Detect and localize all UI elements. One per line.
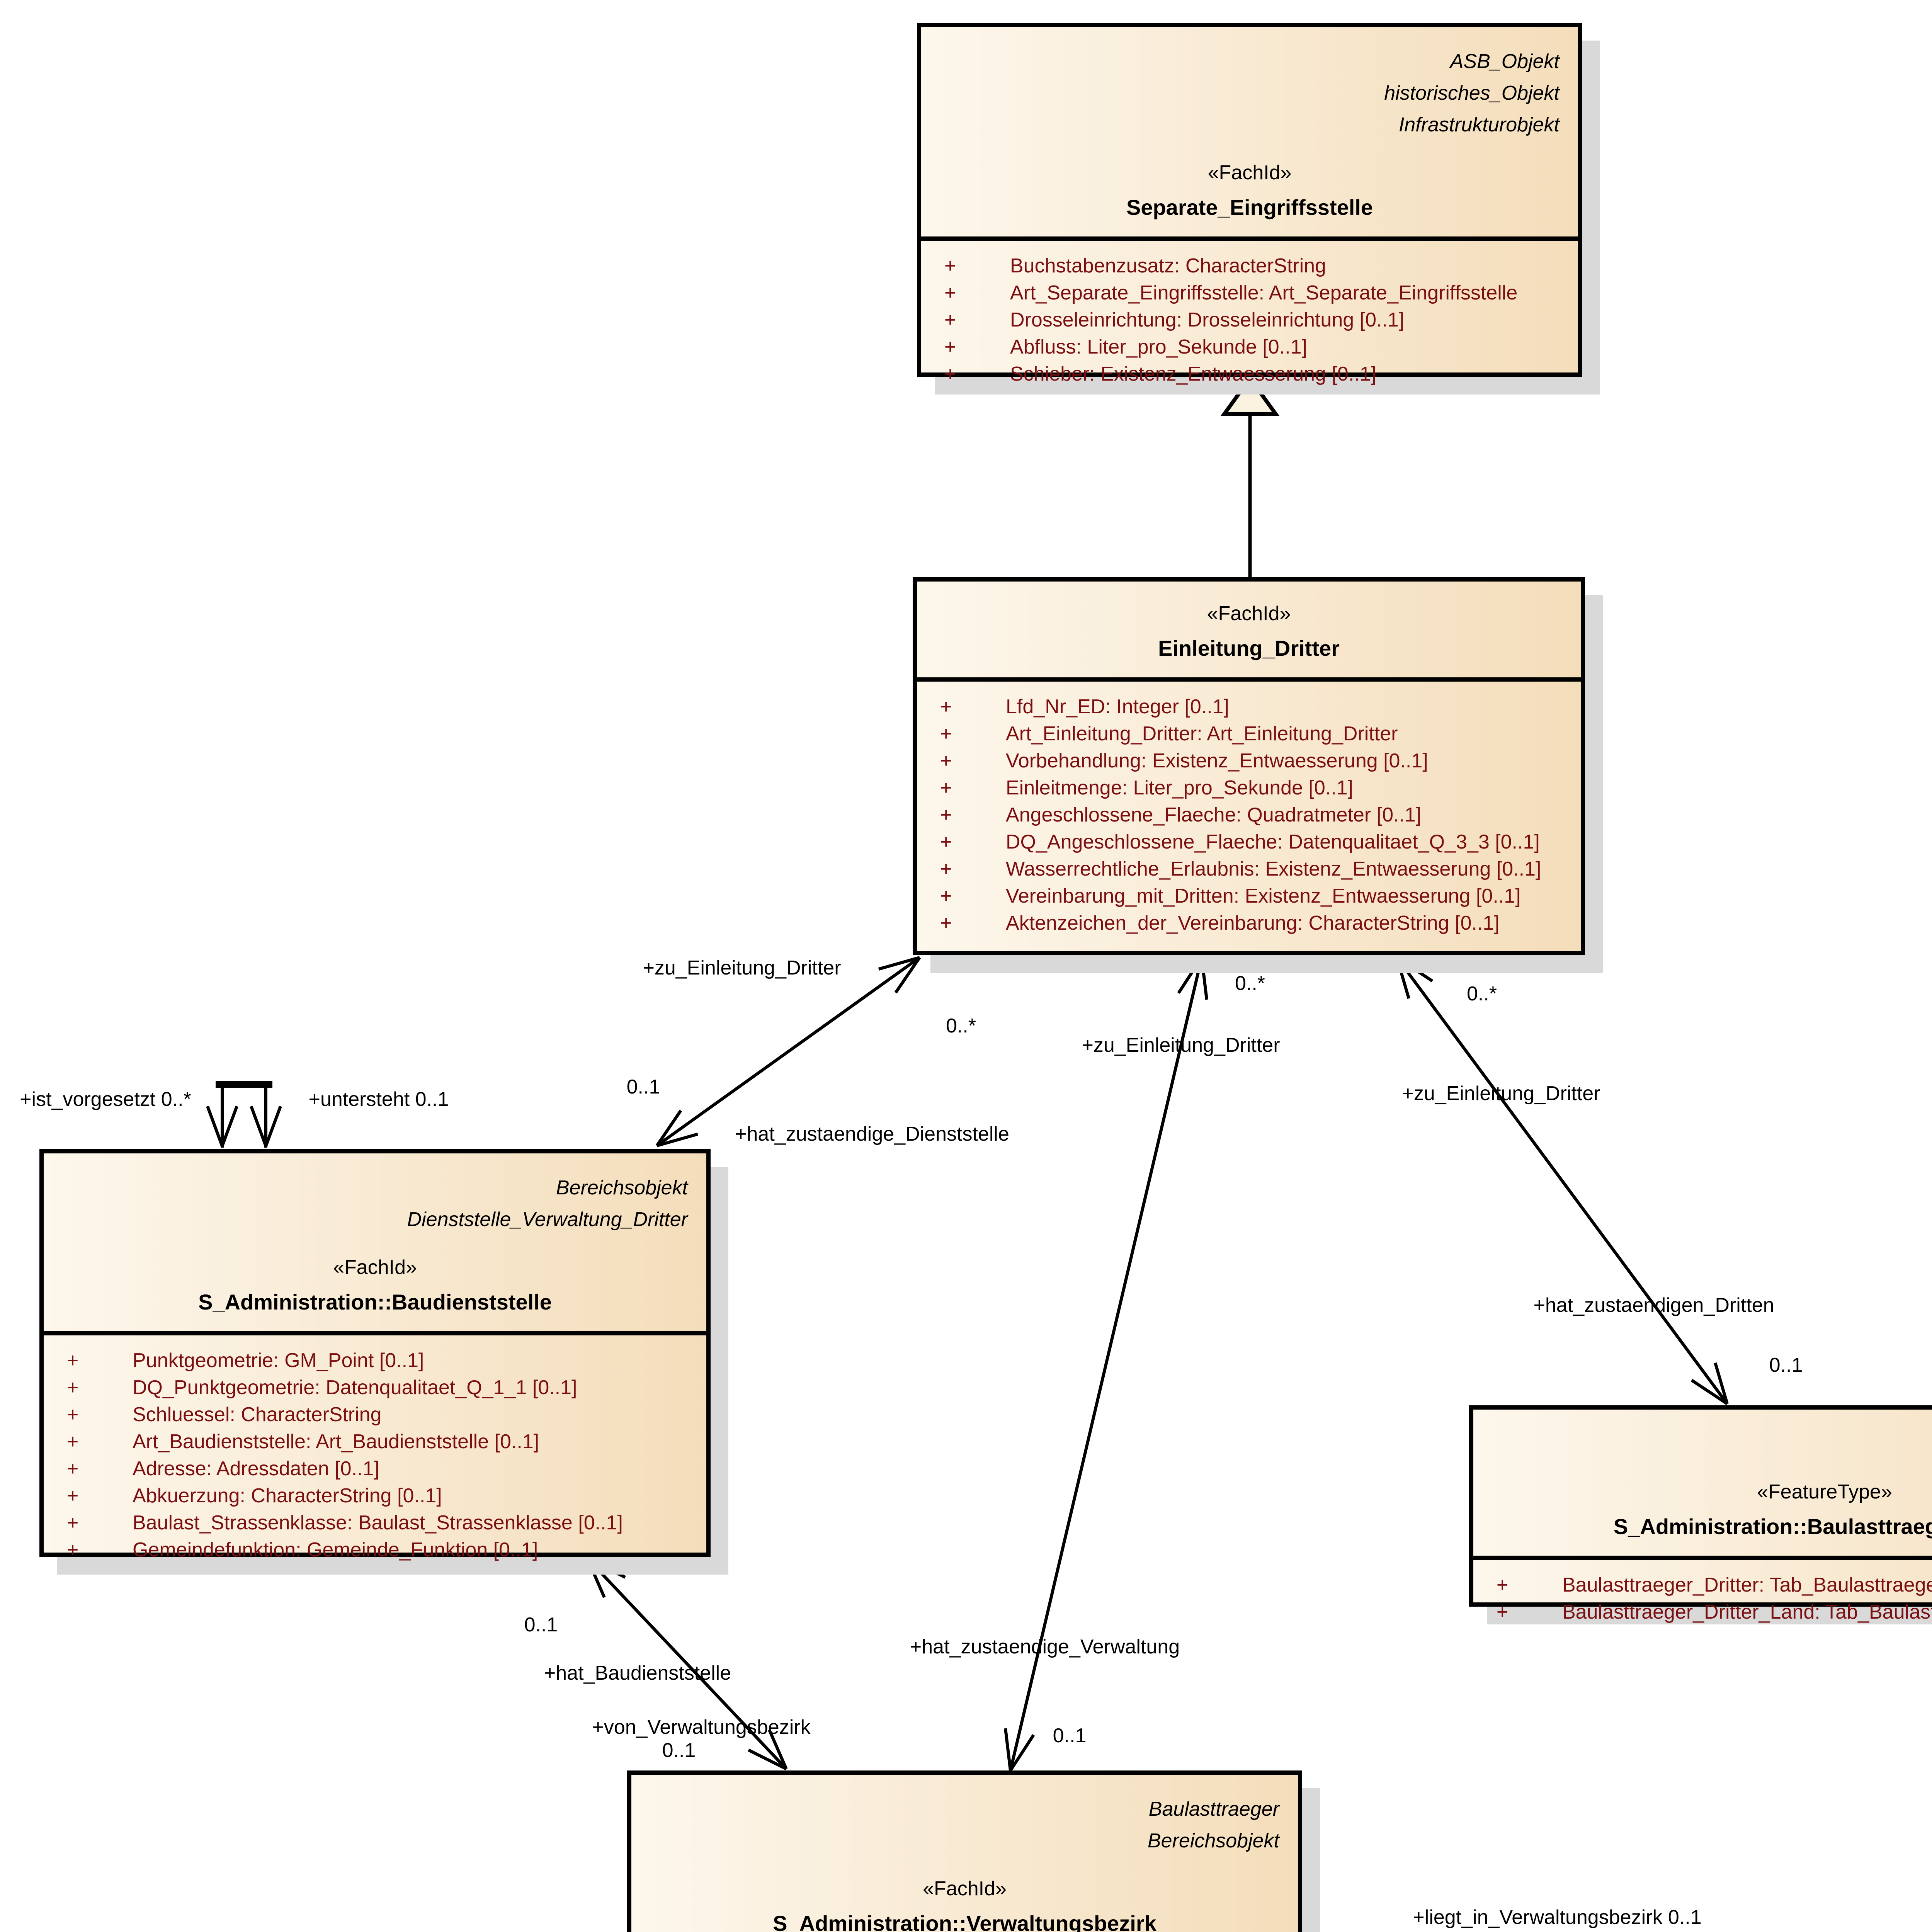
attributes-compartment: +Buchstabenzusatz: CharacterString +Art_S… [921, 236, 1578, 388]
role-label-liegt-in-verwaltungsbezirk: +liegt_in_Verwaltungsbezirk 0..1 [1413, 1906, 1702, 1929]
attribute-row: +Adresse: Adressdaten [0..1] [67, 1458, 379, 1480]
class-parent-type: Baulasttraeger [1148, 1798, 1279, 1820]
association-einleitung-verwaltungsbezirk[interactable] [1004, 956, 1208, 1772]
multiplicity-label-left-source: 0..* [946, 1015, 976, 1037]
class-name: S_Administration::Verwaltungsbezirk [773, 1911, 1156, 1932]
class-stereotype: «FachId» [333, 1256, 417, 1279]
multiplicity-label-middle-source: 0..* [1235, 972, 1265, 995]
role-label-zu-einleitung-dritter-middle: +zu_Einleitung_Dritter [1082, 1034, 1280, 1056]
class-stereotype: «FachId» [923, 1878, 1007, 1900]
class-parent-type: Dienststelle_Verwaltung_Dritter [407, 1208, 688, 1231]
attribute-row: +Vereinbarung_mit_Dritten: Existenz_Entw… [940, 885, 1521, 907]
class-stereotype: «FeatureType» [1757, 1481, 1892, 1503]
generalization-edge-einleitung-to-separate[interactable] [1220, 375, 1280, 577]
attribute-row: +Schluessel: CharacterString [67, 1403, 382, 1426]
attributes-compartment: +Baulasttraeger_Dritter: Tab_Baulasttrae… [1473, 1556, 1932, 1626]
self-association-baudienststelle[interactable] [206, 1081, 282, 1148]
multiplicity-label-verwaltungsbezirk-end: 0..1 [662, 1739, 696, 1762]
attribute-row: +Drosseleinrichtung: Drosseleinrichtung … [944, 309, 1405, 331]
role-label-hat-zustaendigen-dritten: +hat_zustaendigen_Dritten [1533, 1294, 1774, 1316]
attribute-row: +Einleitmenge: Liter_pro_Sekunde [0..1] [940, 777, 1354, 799]
attribute-row: +Abkuerzung: CharacterString [0..1] [67, 1485, 442, 1507]
multiplicity-label-right-target: 0..1 [1769, 1354, 1803, 1376]
attribute-row: +Gemeindefunktion: Gemeinde_Funktion [0.… [67, 1539, 538, 1561]
class-stereotype: «FachId» [1208, 162, 1292, 184]
role-label-zu-einleitung-dritter-left: +zu_Einleitung_Dritter [643, 957, 841, 979]
attribute-row: +Buchstabenzusatz: CharacterString [944, 255, 1326, 277]
role-label-von-verwaltungsbezirk: +von_Verwaltungsbezirk [592, 1716, 811, 1738]
class-parent-type: Bereichsobjekt [1147, 1830, 1279, 1852]
class-name: S_Administration::Baulasttraeger_Dritter [1613, 1514, 1932, 1539]
association-einleitung-baulasttraeger[interactable] [1395, 956, 1729, 1405]
multiplicity-label-left-target: 0..1 [626, 1076, 660, 1098]
class-stereotype: «FachId» [1207, 602, 1291, 625]
class-parent-type: historisches_Objekt [1384, 82, 1560, 104]
attributes-compartment: +Punktgeometrie: GM_Point [0..1] +DQ_Punk… [44, 1331, 706, 1563]
attribute-row: +Schieber: Existenz_Entwaesserung [0..1] [944, 363, 1377, 385]
attribute-row: +Wasserrechtliche_Erlaubnis: Existenz_En… [940, 858, 1541, 880]
association-verwaltungsbezirk-baudienststelle[interactable] [586, 1557, 788, 1770]
role-label-ist-vorgesetzt: +ist_vorgesetzt 0..* [20, 1088, 191, 1111]
class-box-baulasttraeger-dritter[interactable]: Baulasttraeger «FeatureType» S_Administr… [1469, 1405, 1932, 1623]
class-parent-type: ASB_Objekt [1450, 50, 1560, 73]
association-einleitung-baudienststelle[interactable] [655, 956, 921, 1147]
attribute-row: +Aktenzeichen_der_Vereinbarung: Characte… [940, 912, 1500, 934]
attribute-row: +Lfd_Nr_ED: Integer [0..1] [940, 696, 1230, 718]
class-header: Baulasttraeger «FeatureType» S_Administr… [1473, 1410, 1932, 1539]
role-label-zu-einleitung-dritter-right: +zu_Einleitung_Dritter [1402, 1082, 1600, 1105]
role-label-untersteht: +untersteht 0..1 [308, 1088, 449, 1111]
attribute-row: +Punktgeometrie: GM_Point [0..1] [67, 1349, 424, 1372]
role-label-hat-baudienststelle: +hat_Baudienststelle [544, 1662, 731, 1684]
attribute-row: +Art_Einleitung_Dritter: Art_Einleitung_… [940, 723, 1398, 745]
class-parent-type: Bereichsobjekt [556, 1177, 688, 1199]
attribute-row: +Baulast_Strassenklasse: Baulast_Strasse… [67, 1512, 623, 1534]
attribute-row: +Vorbehandlung: Existenz_Entwaesserung [… [940, 750, 1428, 772]
multiplicity-label-right-source: 0..* [1466, 983, 1497, 1005]
class-parent-type: Baulasttraeger [1473, 1428, 1932, 1460]
attribute-row: +Baulasttraeger_Dritter_Land: Tab_Baulas… [1497, 1601, 1932, 1623]
class-parents: Baulasttraeger [1473, 1410, 1932, 1460]
attribute-row: +Baulasttraeger_Dritter: Tab_Baulasttrae… [1497, 1574, 1932, 1596]
class-box-einleitung-dritter[interactable]: «FachId» Einleitung_Dritter +Lfd_Nr_ED: … [913, 577, 1585, 955]
attribute-row: +Art_Separate_Eingriffsstelle: Art_Separ… [944, 282, 1518, 304]
attribute-row: +DQ_Angeschlossene_Flaeche: Datenqualita… [940, 831, 1540, 853]
class-parent-type: Infrastrukturobjekt [1398, 114, 1560, 136]
attribute-row: +Art_Baudienststelle: Art_Baudienststell… [67, 1430, 539, 1453]
attribute-row: +Angeschlossene_Flaeche: Quadratmeter [0… [940, 804, 1422, 826]
role-label-hat-zustaendige-dienststelle: +hat_zustaendige_Dienststelle [735, 1123, 1009, 1145]
attribute-row: +DQ_Punktgeometrie: Datenqualitaet_Q_1_1… [67, 1376, 577, 1399]
class-name: S_Administration::Baudienststelle [198, 1290, 552, 1314]
attributes-compartment: +Lfd_Nr_ED: Integer [0..1] +Art_Einleitun… [917, 677, 1581, 951]
multiplicity-label-middle-target: 0..1 [1053, 1725, 1087, 1747]
class-name: Separate_Eingriffsstelle [1126, 195, 1373, 219]
multiplicity-label-baudienststelle-end: 0..1 [524, 1614, 558, 1636]
class-header: «FachId» Einleitung_Dritter [917, 582, 1581, 661]
attribute-row: +Abfluss: Liter_pro_Sekunde [0..1] [944, 336, 1307, 358]
class-name: Einleitung_Dritter [1158, 636, 1340, 660]
role-label-hat-zustaendige-verwaltung: +hat_zustaendige_Verwaltung [910, 1636, 1180, 1658]
